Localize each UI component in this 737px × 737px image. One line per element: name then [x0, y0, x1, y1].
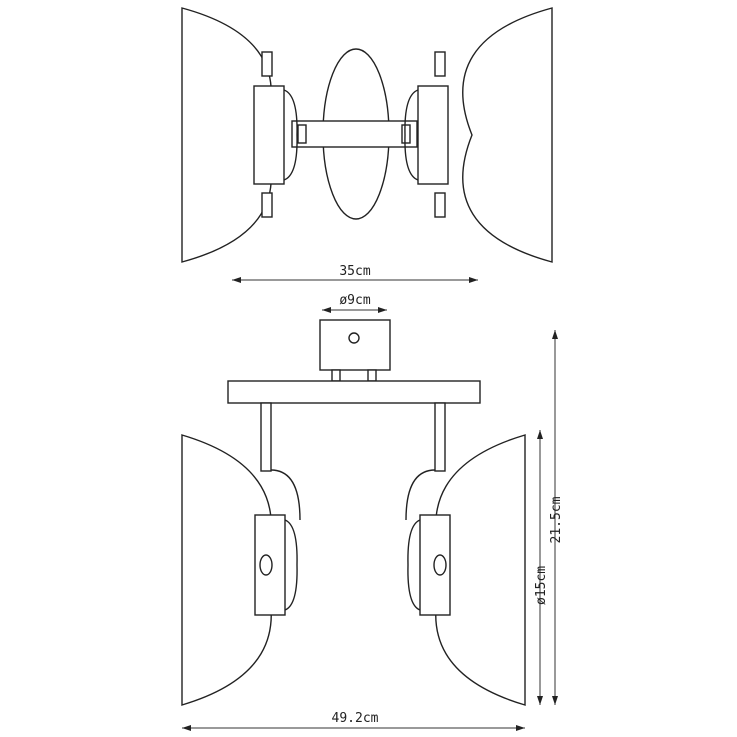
right-shade-top — [462, 7, 553, 263]
dimension-shade: ø15cm — [534, 566, 549, 605]
canopy-front — [319, 319, 391, 371]
right-mount-top — [417, 85, 449, 185]
dimension-top-width: 35cm — [339, 264, 370, 279]
dimension-height: 21.5cm — [549, 496, 564, 543]
bar-top — [291, 120, 418, 148]
dimension-total-width: 49.2cm — [332, 711, 379, 726]
bar-front — [227, 380, 481, 404]
knob-icons — [261, 51, 446, 218]
top-view: 35cm — [181, 7, 553, 283]
left-mount-top — [253, 85, 285, 185]
dimension-canopy: ø9cm — [339, 293, 370, 308]
front-view: ø9cm ø15cm 21.5cm 49.2cm — [181, 293, 564, 731]
